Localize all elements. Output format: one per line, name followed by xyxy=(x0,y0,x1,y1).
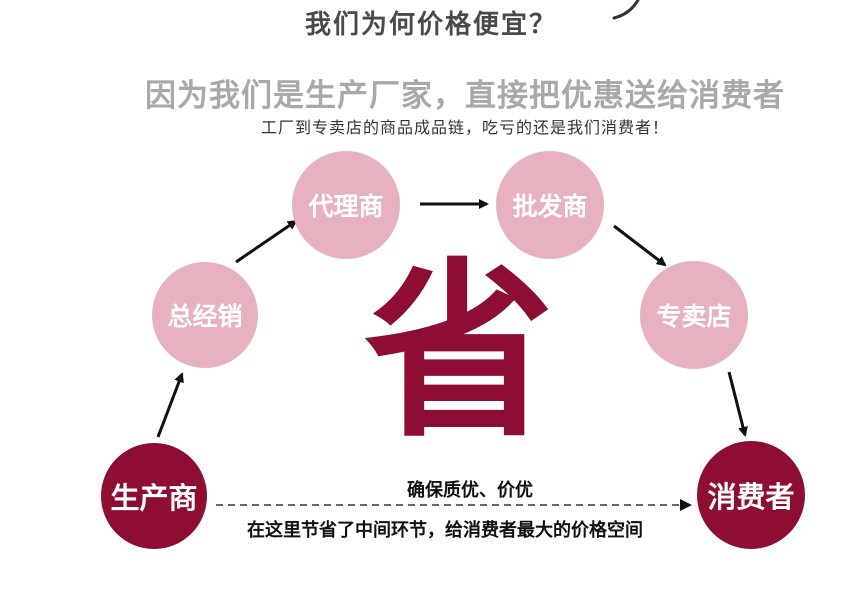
arrow-wholesaler-to-store xyxy=(613,224,667,267)
agent-node: 代理商 xyxy=(292,151,400,259)
save-character: 省 xyxy=(364,242,555,463)
consumer-node: 消费者 xyxy=(697,441,805,549)
tagline: 工厂到专卖店的商品成品链，吃亏的还是我们消费者！ xyxy=(260,118,669,137)
quality-note: 确保质优、价优 xyxy=(407,480,533,501)
subheading: 因为我们是生产厂家，直接把优惠送给消费者 xyxy=(145,78,785,114)
wholesaler-node: 批发商 xyxy=(496,151,604,259)
page-title: 我们为何价格便宜？ xyxy=(304,10,557,40)
wholesaler-label: 批发商 xyxy=(512,192,588,221)
store-node: 专卖店 xyxy=(640,261,748,369)
arrow-producer-to-distributor xyxy=(156,372,184,438)
savings-note: 在这里节省了中间环节，给消费者最大的价格空间 xyxy=(247,520,643,541)
arrow-store-to-consumer xyxy=(727,371,748,437)
agent-label: 代理商 xyxy=(308,192,384,221)
distributor-node: 总经销 xyxy=(152,262,258,368)
distributor-label: 总经销 xyxy=(167,302,243,331)
consumer-label: 消费者 xyxy=(707,480,795,514)
producer-label: 生产商 xyxy=(110,481,198,515)
store-label: 专卖店 xyxy=(656,302,732,331)
arrow-distributor-to-agent xyxy=(235,219,298,264)
producer-node: 生产商 xyxy=(101,443,207,549)
decorative-swoosh xyxy=(612,0,640,20)
